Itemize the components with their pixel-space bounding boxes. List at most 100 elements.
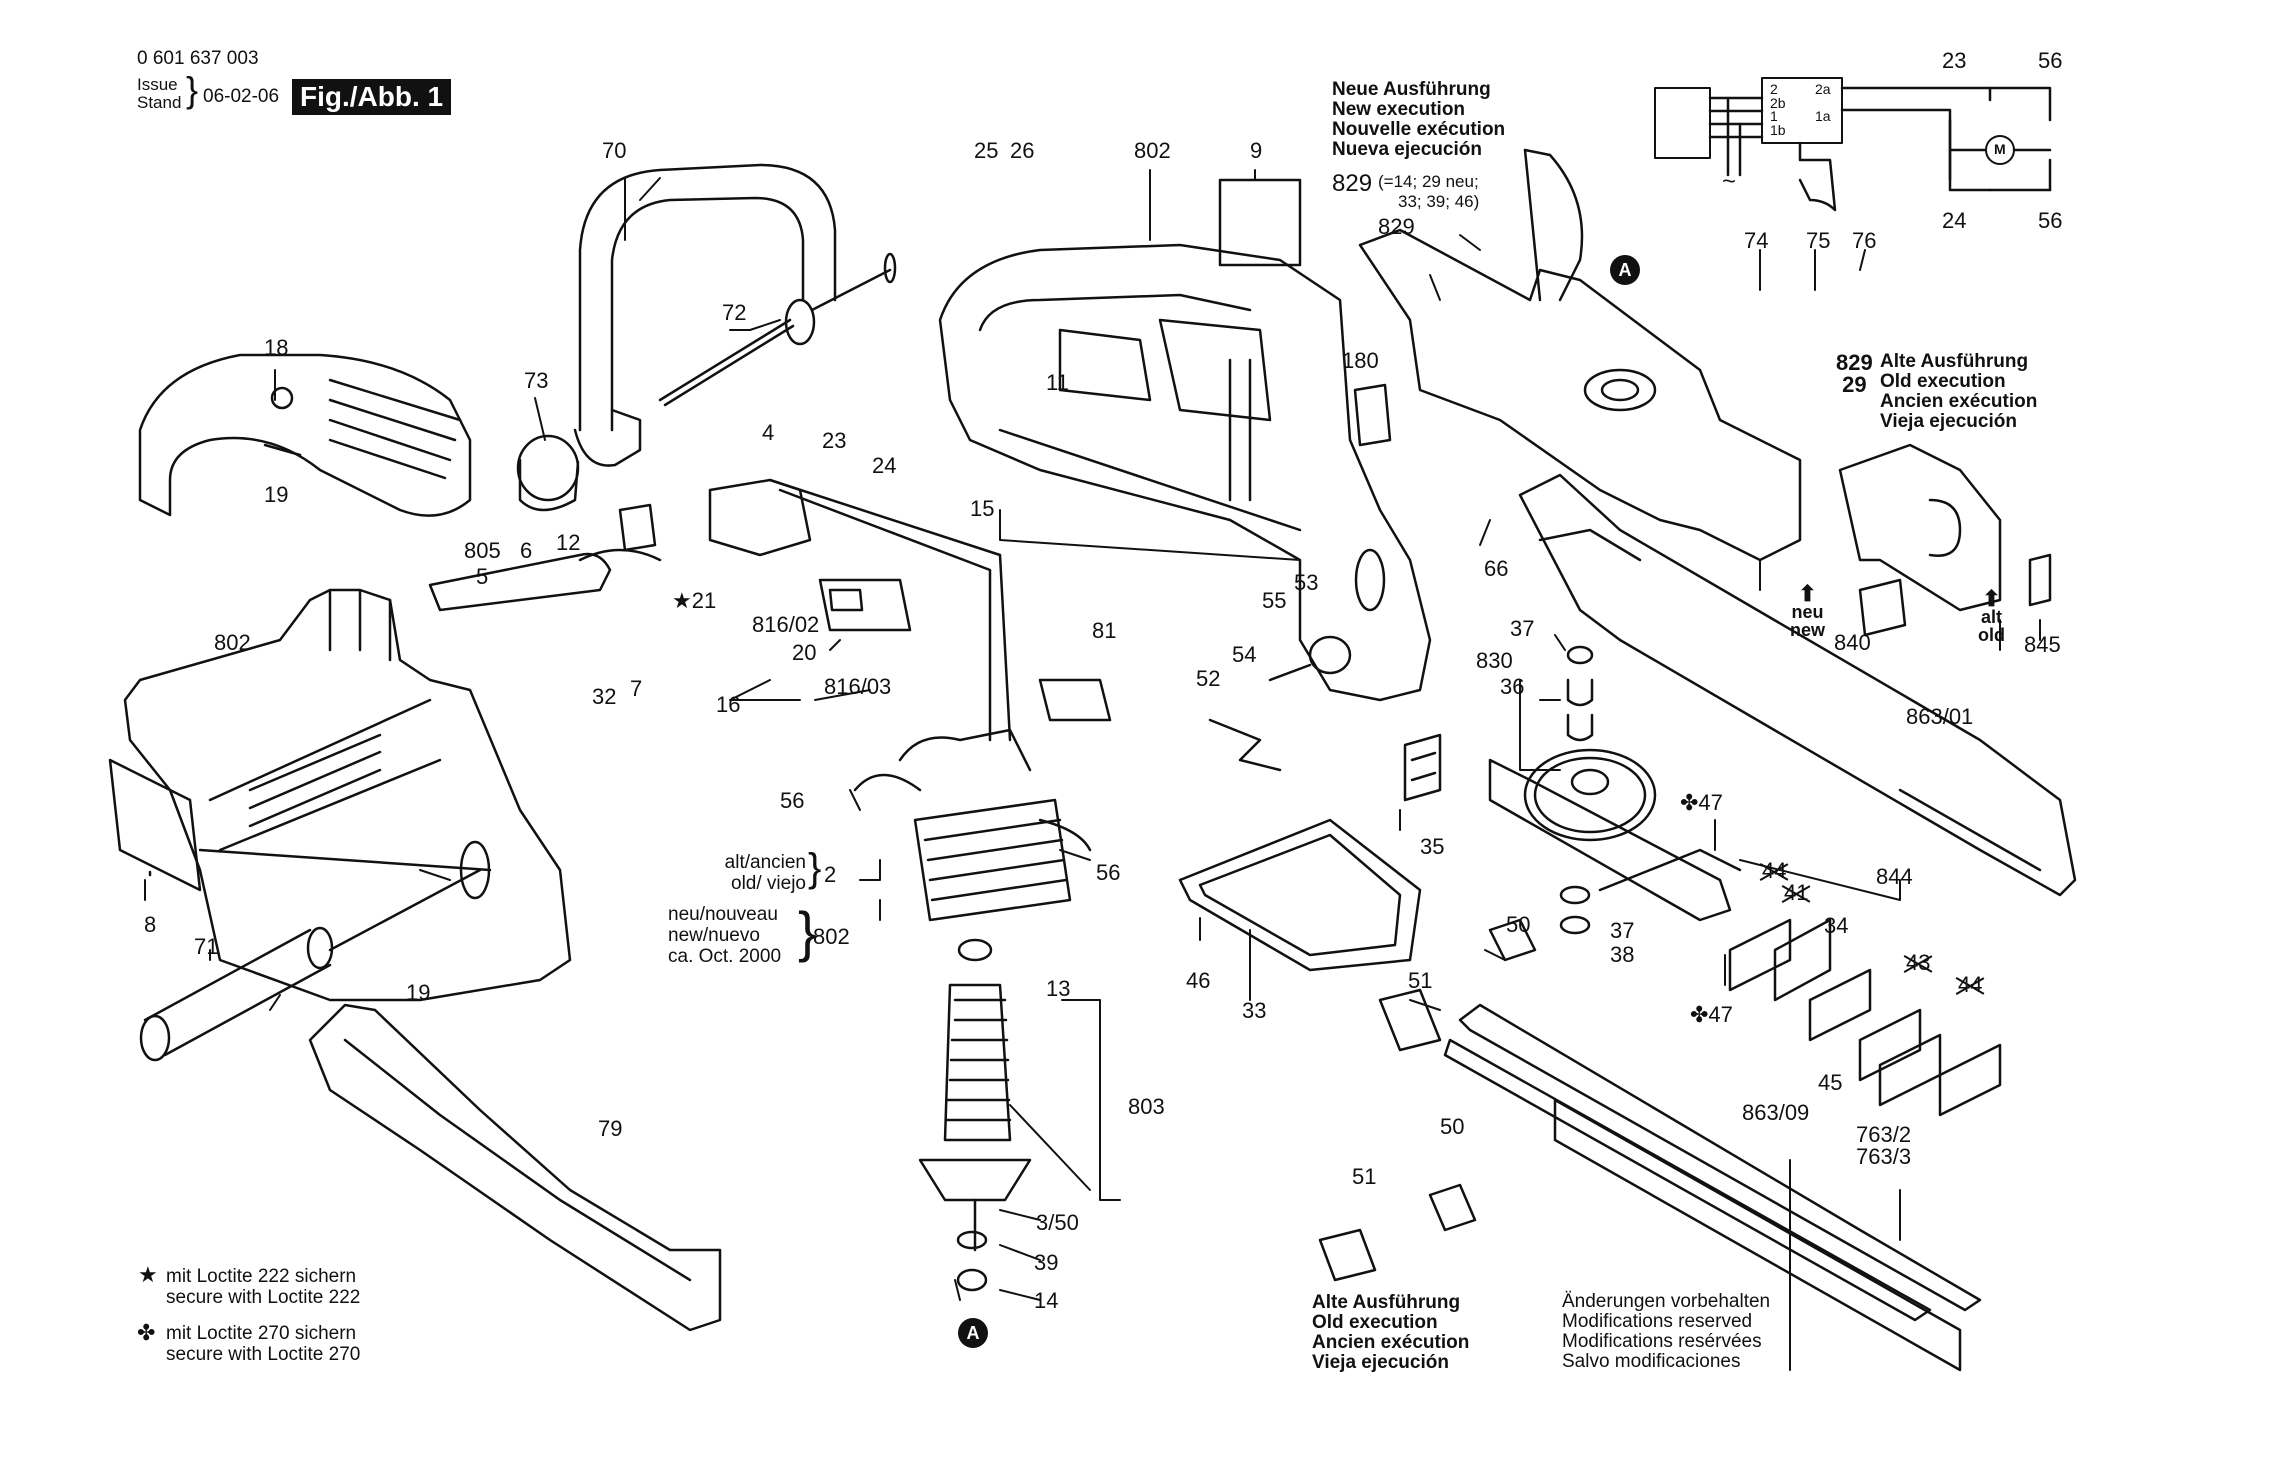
armature-old-note: alt/ancien old/ viejo	[706, 852, 806, 894]
callout-53: 53	[1294, 570, 1319, 595]
callout-75: 75	[1806, 228, 1831, 253]
callout-840: 840	[1834, 630, 1871, 655]
arrow-up-icon: ⬆	[1982, 586, 2001, 611]
part-cover-18	[138, 353, 472, 517]
issue-label: Issue Stand	[137, 76, 181, 112]
wiring-label-56-top: 56	[2038, 48, 2063, 73]
callout-763-2: 763/2	[1856, 1122, 1912, 1147]
old-label: old	[1978, 625, 2005, 645]
part-tube-71	[139, 868, 482, 1062]
old-execution-note-right: Alte Ausführung Old execution Ancien exé…	[1880, 352, 2037, 432]
callout-14: 14	[1034, 1288, 1059, 1313]
part-plate-8	[108, 758, 492, 892]
part-mechanism-housing-829	[1358, 148, 1802, 562]
part-field-coil	[853, 728, 1092, 922]
callout-180: 180	[1342, 348, 1379, 373]
modifications-de: Änderungen vorbehalten	[1562, 1291, 1771, 1312]
old-execution-right-es: Vieja ejecución	[1880, 411, 2017, 432]
loctite-222-note: mit Loctite 222 sichern secure with Loct…	[166, 1266, 360, 1308]
new-execution-es: Nueva ejecución	[1332, 139, 1482, 160]
callout-8: 8	[144, 912, 157, 937]
armature-new-note: neu/nouveau new/nuevo ca. Oct. 2000	[668, 904, 781, 967]
new-arrow-label: ⬆ neu new	[1790, 581, 1826, 640]
neu-label: neu	[1791, 602, 1824, 622]
modifications-fr: Modifications resérvées	[1562, 1331, 1762, 1352]
part-knob-73	[516, 434, 580, 512]
callout-51-top: 51	[1408, 968, 1433, 993]
callout-18: 18	[264, 335, 289, 360]
callout-73: 73	[524, 368, 549, 393]
callout-6: 6	[520, 538, 533, 563]
part-spring-pin-52-55	[1208, 635, 1352, 772]
old-execution-bottom-fr: Ancien exécution	[1312, 1332, 1470, 1353]
part-brush-holder-816	[818, 578, 1112, 722]
callout-34: 34	[1824, 913, 1849, 938]
part-armature	[918, 938, 1032, 1292]
part-cover-829-old	[1838, 443, 2052, 637]
arrow-up-icon: ⬆	[1798, 581, 1817, 606]
part-block-35	[1403, 733, 1442, 802]
brace-old: }	[808, 846, 822, 890]
armature-new-1: neu/nouveau	[668, 904, 778, 925]
old-execution-bottom-de: Alte Ausführung	[1312, 1292, 1461, 1313]
callout-37-top: 37	[1510, 616, 1535, 641]
armature-new-3: ca. Oct. 2000	[668, 946, 782, 967]
terminal-1: 1	[1770, 108, 1778, 124]
callout-32: 32	[592, 684, 617, 709]
modifications-es: Salvo modificaciones	[1562, 1351, 1741, 1372]
callout-15: 15	[970, 496, 995, 521]
callout-863-09: 863/09	[1742, 1100, 1810, 1125]
loctite-270-en: secure with Loctite 270	[166, 1344, 361, 1365]
terminal-1a: 1a	[1815, 108, 1831, 124]
callout-41-obsolete: 41	[1784, 880, 1809, 905]
callout-3-50: 3/50	[1036, 1210, 1079, 1235]
callout-39: 39	[1034, 1250, 1059, 1275]
brace-new: }	[798, 900, 817, 963]
callout-50-bottom: 50	[1440, 1114, 1465, 1139]
callout-56-right: 56	[1096, 860, 1121, 885]
armature-old-num: 2	[824, 862, 837, 887]
callout-13: 13	[1046, 976, 1071, 1001]
callout-44-obsolete-left: 44	[1762, 858, 1787, 883]
callout-33: 33	[1242, 998, 1267, 1023]
callout-74: 74	[1744, 228, 1769, 253]
callout-863-01: 863/01	[1906, 704, 1974, 729]
new-label: new	[1790, 620, 1826, 640]
part-label-180	[1353, 383, 1392, 447]
armature-old-2: old/ viejo	[731, 873, 806, 894]
callout-16: 16	[716, 692, 741, 717]
terminal-1b: 1b	[1770, 122, 1786, 138]
callout-12: 12	[556, 530, 581, 555]
new-execution-ref-detail-1: (=14; 29 neu;	[1378, 172, 1479, 191]
terminal-2a: 2a	[1815, 81, 1831, 97]
callout-38: 38	[1610, 942, 1635, 967]
leader-lines	[144, 169, 2041, 1371]
part-gear-830	[1488, 645, 1732, 935]
callout-19-bottom: 19	[406, 980, 431, 1005]
new-execution-note: Neue Ausführung New execution Nouvelle e…	[1332, 80, 1505, 160]
callout-44-obsolete-right: 44	[1958, 972, 1983, 997]
callout-37-bottom: 37	[1610, 918, 1635, 943]
star-icon: ★	[138, 1262, 158, 1287]
loctite-222-de: mit Loctite 222 sichern	[166, 1266, 357, 1287]
callout-35: 35	[1420, 834, 1445, 859]
old-execution-note-bottom: Alte Ausführung Old execution Ancien exé…	[1312, 1293, 1469, 1373]
callout-9: 9	[1250, 138, 1263, 163]
old-execution-ref-829: 829	[1836, 350, 1873, 375]
marker-a-bottom: A	[958, 1318, 988, 1348]
modifications-en: Modifications reserved	[1562, 1311, 1753, 1332]
callout-81: 81	[1092, 618, 1117, 643]
callout-51-bottom: 51	[1352, 1164, 1377, 1189]
new-execution-fr: Nouvelle exécution	[1332, 119, 1506, 140]
part-blades-863-09	[1318, 918, 1982, 1372]
callout-71: 71	[194, 934, 219, 959]
part-rod-72	[658, 252, 897, 407]
callout-21: ★21	[672, 588, 717, 613]
marker-a-top: A	[1610, 255, 1640, 285]
callout-845: 845	[2024, 632, 2061, 657]
alt-label: alt	[1980, 607, 2002, 627]
loctite-270-de: mit Loctite 270 sichern	[166, 1323, 357, 1344]
armature-new-num: 802	[813, 924, 850, 949]
new-execution-en: New execution	[1332, 99, 1466, 120]
brace: }	[186, 69, 199, 110]
